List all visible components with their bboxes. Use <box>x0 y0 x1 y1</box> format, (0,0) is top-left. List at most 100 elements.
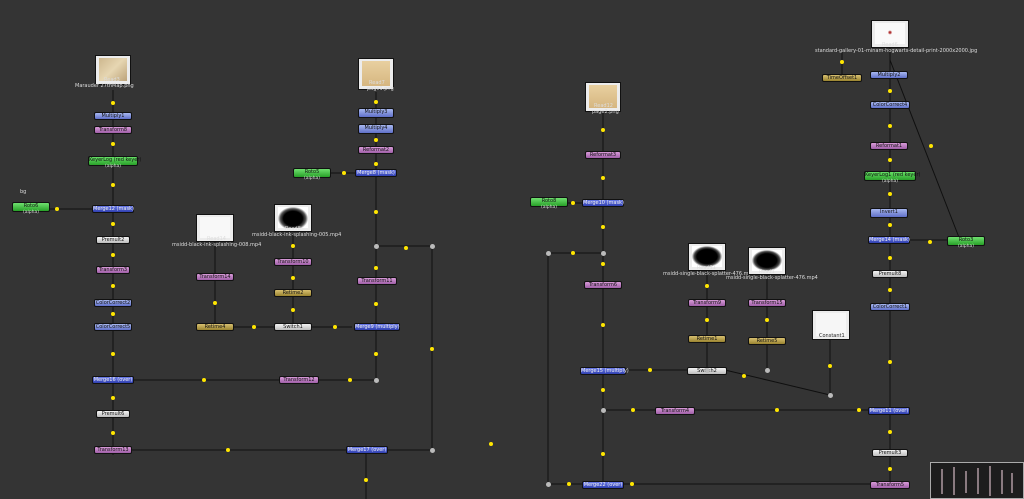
transform13-node[interactable]: Transform13 <box>94 446 132 454</box>
read12-node[interactable] <box>585 82 621 112</box>
transform14-node[interactable]: Transform14 <box>196 273 234 281</box>
merge11-node[interactable]: Merge11 (over) <box>868 407 910 415</box>
merge17-node[interactable]: Merge17 (over) <box>346 446 388 454</box>
node-graph-minimap[interactable] <box>930 462 1024 499</box>
transform5-node[interactable]: Transform5 <box>870 481 910 489</box>
transform9-node[interactable]: Transform9 <box>688 299 726 307</box>
roto5-node[interactable]: Roto5 (alpha) <box>293 168 331 181</box>
read8-thumbnail <box>278 207 308 228</box>
invert1-node[interactable]: Invert1 <box>870 208 908 218</box>
colorcorrect1-node[interactable]: ColorCorrect1 <box>870 303 910 311</box>
read12-label: Read12 <box>594 103 613 109</box>
wire-elbow[interactable] <box>765 368 770 373</box>
connection-dot <box>648 368 652 372</box>
wire-elbow[interactable] <box>546 251 551 256</box>
connection-dot <box>374 210 378 214</box>
premult2-node[interactable]: Premult2 <box>96 236 130 244</box>
read8-node[interactable] <box>274 204 312 232</box>
wire-elbow[interactable] <box>430 448 435 453</box>
connection-dot <box>630 482 634 486</box>
wire-elbow[interactable] <box>601 251 606 256</box>
transform3-node[interactable]: Transform3 <box>96 266 130 274</box>
reformat3-node[interactable]: Reformat3 <box>585 151 621 159</box>
minimap-mark <box>977 468 979 494</box>
roto3-node[interactable]: Roto3 (alpha) <box>947 236 985 249</box>
connection-dot <box>765 318 769 322</box>
premult8-node[interactable]: Premult8 <box>872 270 908 278</box>
retime1-node[interactable]: Retime1 <box>688 335 726 343</box>
read3-node[interactable] <box>95 55 131 85</box>
merge16-node[interactable]: Merge16 (over) <box>92 376 134 384</box>
premult6-node[interactable]: Premult6 <box>96 410 130 418</box>
wire-elbow[interactable] <box>374 378 379 383</box>
keyerlog1-sub: (alpha) <box>882 179 898 184</box>
roto6-node[interactable]: Roto6 (alpha) <box>12 202 50 215</box>
read8-label: Read8 <box>285 226 301 232</box>
read14-label: Read14 <box>207 236 226 242</box>
multiply4-node[interactable]: Multiply4 <box>358 124 394 134</box>
read1-node[interactable] <box>748 247 786 275</box>
read1-file-label: msidd-single-black-splatter-476.mp4 <box>726 275 818 281</box>
merge14-node[interactable]: Merge14 (mask) <box>868 236 910 244</box>
wire-elbow[interactable] <box>601 408 606 413</box>
connection-dot <box>601 262 605 266</box>
colorcorrect4-node[interactable]: ColorCorrect4 <box>870 101 910 109</box>
multiply1-node[interactable]: Multiply1 <box>94 112 132 120</box>
retime2-node[interactable]: Retime2 <box>274 289 312 297</box>
transform4-node[interactable]: Transform4 <box>655 407 695 415</box>
connection-dot <box>601 323 605 327</box>
transform12-node[interactable]: Transform12 <box>279 376 319 384</box>
transform8-node[interactable]: Transform8 <box>94 126 132 134</box>
wire-elbow[interactable] <box>430 244 435 249</box>
merge8-node[interactable]: Merge8 (mask) <box>355 169 397 177</box>
constant1-node[interactable] <box>812 310 850 340</box>
connection-dot <box>601 225 605 229</box>
colorcorrect2-node[interactable]: ColorCorrect2 <box>94 299 132 307</box>
read8-file-label: msidd-black-ink-splashing-005.mp4 <box>252 232 342 238</box>
timeoffset1-node[interactable]: TimeOffset1 <box>822 74 862 82</box>
merge15-node[interactable]: Merge15 (multiply) <box>580 367 629 375</box>
wire-elbow[interactable] <box>546 482 551 487</box>
wire-elbow[interactable] <box>374 244 379 249</box>
connection-dot <box>888 89 892 93</box>
constant1-label: Constant1 <box>819 333 845 339</box>
connection-dot <box>111 312 115 316</box>
transform6-node[interactable]: Transform6 <box>584 281 622 289</box>
multiply3-node[interactable]: Multiply3 <box>358 108 394 118</box>
read1-label: Read1 <box>759 269 775 275</box>
keyerlog-left-node[interactable]: KeyerLog (red keyer) (alpha) <box>88 156 141 169</box>
connection-dot <box>374 302 378 306</box>
transform15-node[interactable]: Transform15 <box>748 299 786 307</box>
colorcorrect5-node[interactable]: ColorCorrect5 <box>94 323 132 331</box>
reformat2-node[interactable]: Reformat2 <box>358 146 394 154</box>
transform10-node[interactable]: Transform10 <box>274 258 312 266</box>
wire-elbow[interactable] <box>828 393 833 398</box>
read3-file-label: Marauder 27thMap.png <box>75 83 134 89</box>
transform11-node[interactable]: Transform11 <box>357 277 397 285</box>
merge9-node[interactable]: Merge9 (multiply) <box>354 323 400 331</box>
read14-node[interactable] <box>196 214 234 242</box>
read6-node[interactable] <box>871 20 909 48</box>
roto8-node[interactable]: Roto8 (alpha) <box>530 197 568 210</box>
merge22-node[interactable]: Merge22 (over) <box>582 481 624 489</box>
merge12-node[interactable]: Merge12 (mask) <box>92 205 134 213</box>
connection-dot <box>705 318 709 322</box>
premult3-node[interactable]: Premult3 <box>872 449 908 457</box>
connection-dot <box>55 207 59 211</box>
read11-label: Read11 <box>697 265 716 271</box>
multiply3-label: Multiply3 <box>364 109 388 115</box>
read7-node[interactable] <box>358 58 394 90</box>
keyerlog1-node[interactable]: KeyerLog1 (red keyer) (alpha) <box>864 171 920 184</box>
read11-node[interactable] <box>688 243 726 271</box>
wire-elbow[interactable] <box>705 368 710 373</box>
multiply2-node[interactable]: Multiply2 <box>870 71 908 79</box>
retime4-node[interactable]: Retime4 <box>196 323 234 331</box>
connection-dot <box>888 192 892 196</box>
connection-dot <box>601 452 605 456</box>
connection-dot <box>489 442 493 446</box>
merge10-node[interactable]: Merge10 (mask) <box>582 199 624 207</box>
reformat1-node[interactable]: Reformat1 <box>870 142 908 150</box>
switch1-node[interactable]: Switch1 <box>274 323 312 331</box>
retime5-node[interactable]: Retime5 <box>748 337 786 345</box>
